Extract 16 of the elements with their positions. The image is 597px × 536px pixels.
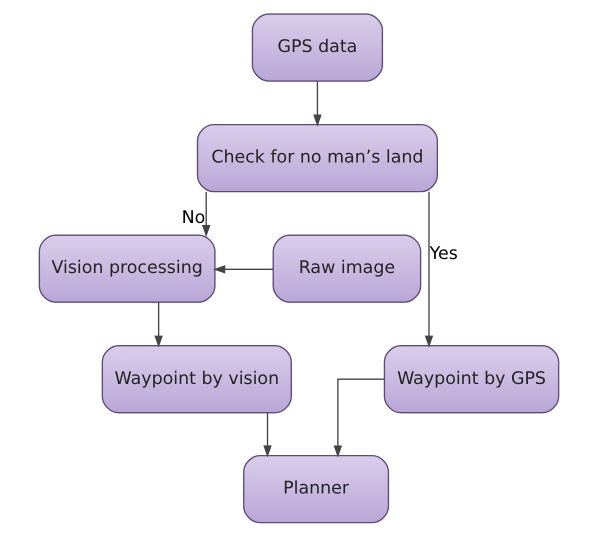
node-box: GPS data — [251, 13, 383, 82]
arrow — [262, 412, 272, 458]
arrow — [424, 192, 433, 348]
arrow — [333, 378, 384, 458]
node-box: Raw image — [272, 234, 421, 303]
node-box: Planner — [242, 454, 389, 524]
node-box: Waypoint by GPS — [383, 345, 559, 414]
edge-label: Yes — [429, 244, 458, 264]
node-box: Vision processing — [38, 234, 216, 303]
node-box: Check for no man’s land — [196, 124, 438, 192]
edge-label: No — [181, 208, 205, 228]
arrow — [312, 81, 322, 127]
arrow — [201, 192, 210, 238]
arrow — [212, 265, 273, 274]
arrow — [154, 302, 162, 348]
node-box: Waypoint by vision — [101, 345, 292, 414]
